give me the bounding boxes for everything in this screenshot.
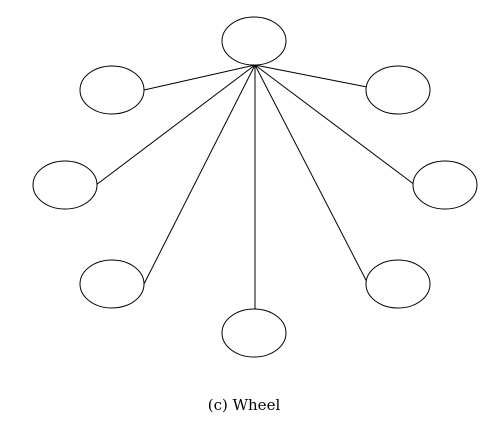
spoke-node-6 [412, 160, 478, 210]
edge-hub-node-1 [143, 64, 256, 91]
spoke-node-1 [79, 65, 145, 115]
edge-hub-node-3 [143, 64, 256, 285]
spoke-node-2 [32, 160, 98, 210]
edge-hub-node-2 [95, 64, 256, 186]
figure-caption: (c) Wheel [207, 396, 281, 414]
spoke-node-5 [365, 259, 431, 309]
spoke-edges [95, 64, 416, 309]
hub-node [221, 16, 287, 66]
edge-hub-node-7 [254, 64, 368, 88]
edge-hub-node-6 [254, 64, 416, 186]
spoke-node-3 [79, 259, 145, 309]
edge-hub-node-5 [254, 64, 369, 285]
spoke-node-4 [221, 308, 287, 358]
spoke-node-7 [365, 65, 431, 115]
nodes [32, 16, 478, 358]
